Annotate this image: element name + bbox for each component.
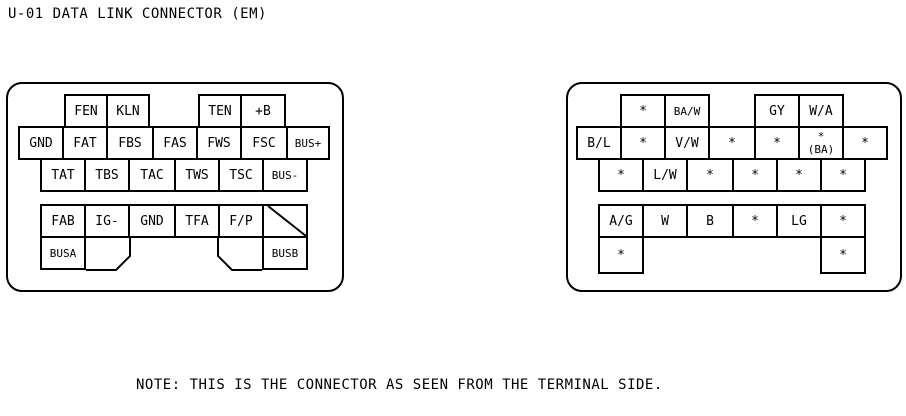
right-pin-r3-star-3: * — [732, 158, 778, 192]
right-pin-l-w: L/W — [642, 158, 688, 192]
right-pin-r3-star-5: * — [820, 158, 866, 192]
right-pin-r3-star-4: * — [776, 158, 822, 192]
right-pin-r2-star-4: * — [842, 126, 888, 160]
right-pin-b: B — [686, 204, 734, 238]
right-pin-r2-star-1: * — [620, 126, 666, 160]
left-pin-tat: TAT — [40, 158, 86, 192]
left-pin-bus-plus: BUS+ — [286, 126, 330, 160]
right-pin-r5-star-2: * — [820, 236, 866, 274]
diagram-title: U-01 DATA LINK CONNECTOR (EM) — [8, 6, 267, 22]
right-pin-w: W — [642, 204, 688, 238]
left-connector-keyway — [86, 238, 262, 271]
left-pin-bus-minus: BUS- — [262, 158, 308, 192]
right-pin-r3-star-1: * — [598, 158, 644, 192]
diagram-note: NOTE: THIS IS THE CONNECTOR AS SEEN FROM… — [136, 377, 663, 393]
right-pin-r3-star-2: * — [686, 158, 734, 192]
left-pin-plus-b: +B — [240, 94, 286, 128]
right-pin-r2-star-3: * — [754, 126, 800, 160]
right-pin-w-a: W/A — [798, 94, 844, 128]
right-pin-r1-star: * — [620, 94, 666, 128]
right-pin-r4-star-1: * — [732, 204, 778, 238]
right-pin-r2-star-ba: * (BA) — [798, 126, 844, 160]
left-pin-busa: BUSA — [40, 236, 86, 270]
left-pin-kln: KLN — [106, 94, 150, 128]
left-pin-tbs: TBS — [84, 158, 130, 192]
right-pin-r2-star-2: * — [708, 126, 756, 160]
right-pin-v-w: V/W — [664, 126, 710, 160]
right-pin-ba-w: BA/W — [664, 94, 710, 128]
right-pin-b-l: B/L — [576, 126, 622, 160]
left-pin-ig-minus: IG- — [84, 204, 130, 238]
right-pin-lg: LG — [776, 204, 822, 238]
right-pin-r5-star-1: * — [598, 236, 644, 274]
left-pin-busb: BUSB — [262, 236, 308, 270]
right-pin-a-g: A/G — [598, 204, 644, 238]
right-pin-gy: GY — [754, 94, 800, 128]
left-pin-fat: FAT — [62, 126, 108, 160]
right-pin-r4-star-2: * — [820, 204, 866, 238]
left-pin-fp: F/P — [218, 204, 264, 238]
left-pin-unused-slash — [267, 205, 307, 237]
left-pin-tsc: TSC — [218, 158, 264, 192]
